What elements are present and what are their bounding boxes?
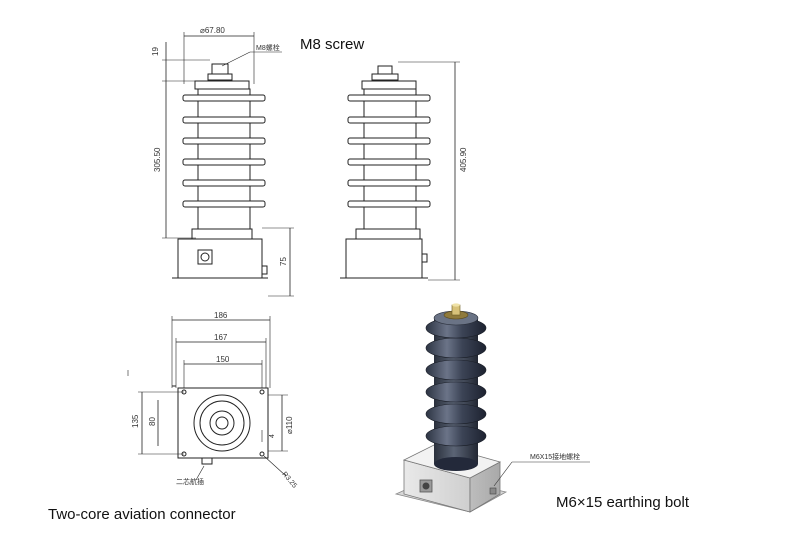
dim-base-height: 75: [279, 257, 288, 266]
front-sheds: [182, 94, 266, 208]
bolt-note: M6X15接地螺栓: [530, 452, 580, 461]
dim-height-80: 80: [148, 417, 157, 426]
front-view: [162, 32, 294, 297]
dim-body-height: 305.50: [153, 147, 162, 172]
dim-diameter-110: ⌀110: [285, 416, 294, 434]
render-sheds: [425, 317, 487, 447]
m8-screw-caption: M8 screw: [300, 36, 365, 53]
earthing-bolt-caption: M6×15 earthing bolt: [556, 494, 690, 511]
dim-top-width: ⌀67.80: [200, 26, 225, 35]
screw-note: M8螺栓: [256, 43, 280, 52]
top-view: [127, 316, 288, 481]
connector-caption: Two-core aviation connector: [48, 506, 236, 523]
dim-small-4: 4: [269, 434, 276, 438]
render-view: [394, 303, 590, 513]
side-view: [340, 61, 460, 281]
dim-height-135: 135: [131, 414, 140, 428]
side-sheds: [347, 94, 431, 208]
dim-total-height: 405.90: [459, 147, 468, 172]
dim-hole-radius: R3.25: [280, 471, 297, 490]
connector-note: 二芯航插: [176, 477, 204, 486]
dim-width-186: 186: [214, 311, 228, 320]
dim-screw-height: 19: [151, 47, 160, 56]
dim-width-150: 150: [216, 355, 230, 364]
dim-width-167: 167: [214, 333, 228, 342]
